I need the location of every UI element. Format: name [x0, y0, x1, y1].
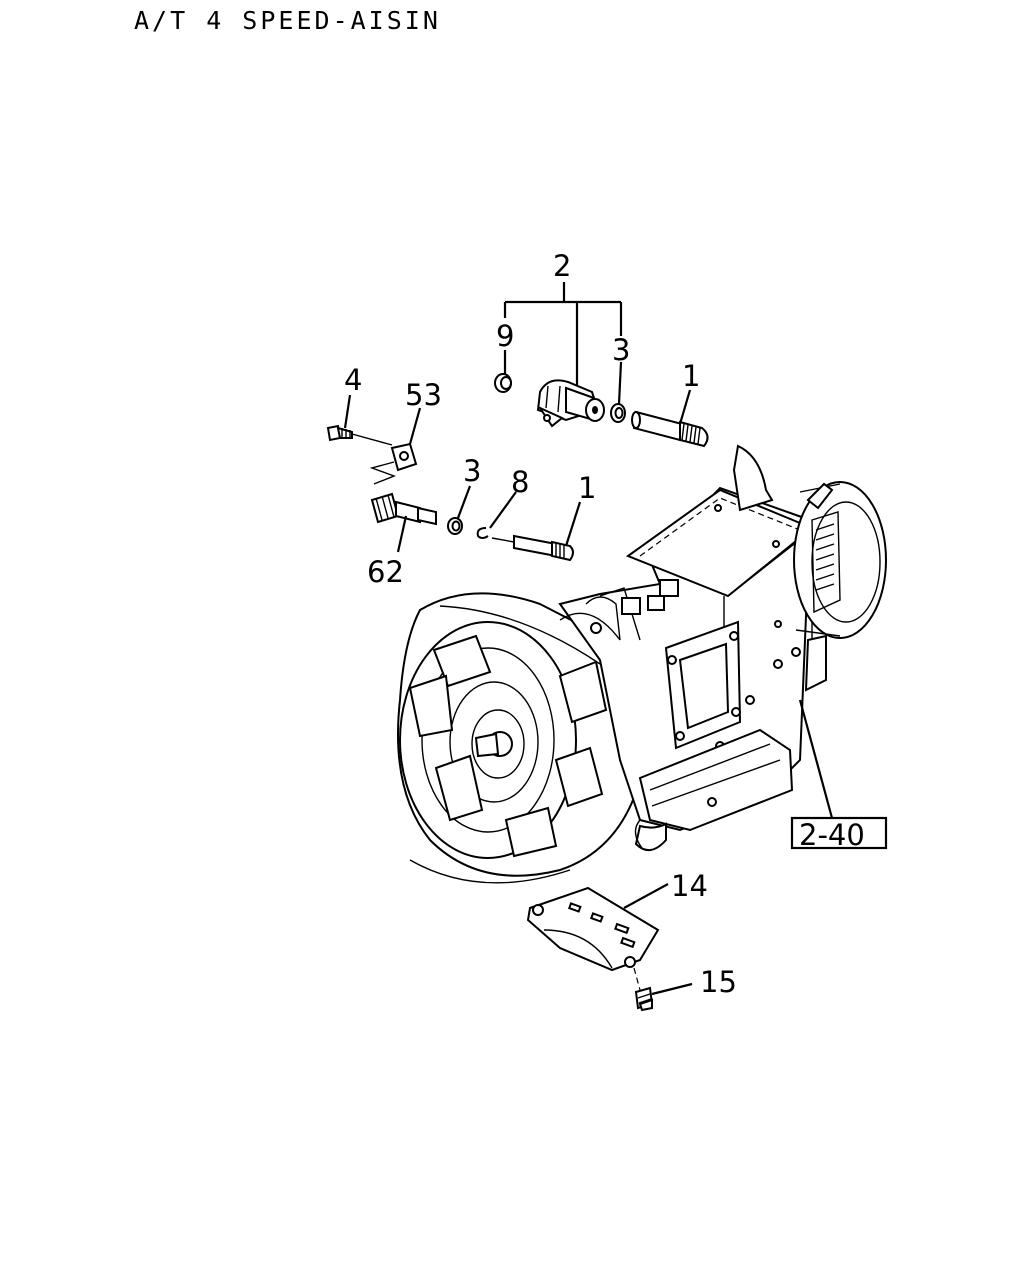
part-9-seal — [494, 373, 512, 393]
callout-2-leader — [503, 282, 623, 392]
callout-8: 8 — [511, 465, 529, 499]
callout-1-lower: 1 — [578, 471, 596, 505]
part-53-bracket — [369, 407, 422, 485]
part-3-o-ring-upper — [610, 403, 626, 423]
callout-53: 53 — [405, 378, 442, 412]
speed-sensor-group — [326, 394, 582, 562]
callout-3a-leader — [617, 361, 623, 405]
page-title: A/T 4 SPEED-AISIN — [134, 6, 441, 35]
part-1-shaft-lower — [491, 501, 582, 562]
ref-2-40-box — [790, 816, 888, 850]
callout-14-leader — [623, 883, 669, 909]
callout-62: 62 — [367, 555, 404, 589]
callout-3b-leader — [456, 485, 472, 519]
part-1-driven-gear-upper — [631, 389, 709, 448]
callout-3-upper: 3 — [612, 333, 630, 367]
callout-4-leader — [343, 394, 352, 429]
main-case — [558, 486, 814, 851]
part-3-o-ring-lower — [447, 485, 472, 535]
speedometer-driven-gear-assembly — [494, 282, 709, 448]
callout-4: 4 — [344, 363, 362, 397]
callout-1a-leader — [678, 389, 692, 425]
callout-9: 9 — [496, 319, 514, 353]
ref-2-40-label: 2-40 — [799, 818, 865, 852]
callout-2: 2 — [553, 249, 571, 283]
transmission-assembly — [397, 444, 888, 884]
part-8-clip — [476, 491, 517, 539]
callout-53-leader — [408, 407, 422, 445]
ref-2-40-leader — [798, 699, 834, 819]
callout-1-upper: 1 — [682, 359, 700, 393]
callout-62-leader — [396, 515, 408, 553]
rear-extension — [732, 444, 887, 692]
callout-15-leader — [651, 982, 693, 996]
part-15-bolt — [633, 967, 693, 1012]
callout-3-lower: 3 — [463, 454, 481, 488]
torque-converter-housing — [397, 592, 647, 884]
callout-15: 15 — [700, 965, 737, 999]
sleeve-housing — [536, 379, 605, 428]
callout-1b-leader — [564, 501, 582, 547]
callout-14: 14 — [671, 869, 708, 903]
part-14-cover-plate — [526, 883, 669, 972]
callout-8-leader — [489, 491, 517, 529]
part-62-speed-sensor — [370, 492, 437, 553]
part-4-bolt — [326, 394, 393, 446]
